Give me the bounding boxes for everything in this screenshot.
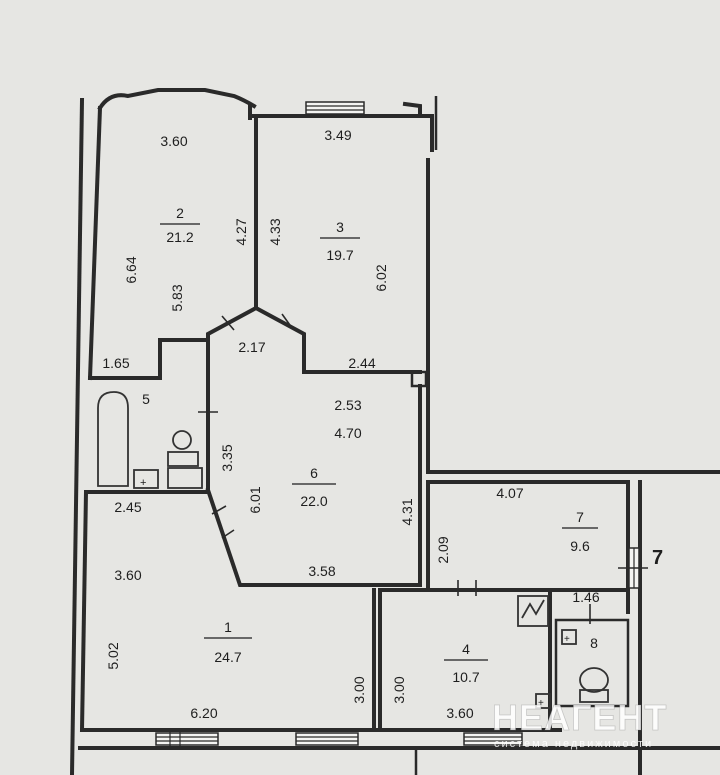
dim-room3-bottom: 2.44 [348,355,375,371]
window-room1-right [295,732,359,746]
sink-icon [133,469,159,489]
room-6-area: 22.0 [300,493,327,509]
outer-wall-left [69,97,85,775]
watermark-brand: НЕАГЕНТ [492,697,667,738]
dim-room3-left: 4.33 [267,218,283,245]
dim-hall-right: 4.31 [399,498,415,525]
room-6-label: 6 22.0 [292,465,336,509]
room-6-number: 6 [310,465,318,481]
section-marker: 7 [652,547,663,569]
dim-room7-top: 4.07 [496,485,523,501]
svg-text:+: + [538,698,544,709]
dim-room2-right: 4.27 [233,218,249,245]
room-4-area: 10.7 [452,669,479,685]
watermark-tagline: система недвижимости [494,738,653,750]
window-room4 [463,732,523,746]
dim-room2-lower: 5.83 [169,284,185,311]
kitchen-sink-icon [535,693,551,709]
dim-room1-right: 3.00 [351,676,367,703]
wc-sink-icon [561,629,577,645]
room-3-number: 3 [336,219,344,235]
room-7-label: 7 9.6 [562,509,598,554]
dim-room1-bottom: 6.20 [190,705,217,721]
wall-room2-left [87,105,103,381]
dim-room4-left: 3.00 [391,676,407,703]
room-labels: 2 21.2 3 19.7 5 6 22.0 7 9.6 1 24.7 4 [142,205,598,685]
dim-hall-top: 2.17 [238,339,265,355]
room-2-number: 2 [176,205,184,221]
wc-toilet-icon [579,667,609,693]
dim-hall-width: 4.70 [334,425,361,441]
room-3-area: 19.7 [326,247,353,263]
toilet-tank-icon [167,451,199,467]
wall-room1-left [79,489,89,733]
stove-icon [517,595,549,627]
wall-hall-angle-left [206,305,259,342]
toilet-icon [172,430,192,450]
dimension-labels: 3.60 6.64 4.27 5.83 1.65 3.49 4.33 6.02 … [102,127,599,721]
wall-hall-lower [205,487,422,587]
stove-symbol-icon [521,599,545,619]
column [410,370,428,388]
wall-room2-bay [97,88,257,111]
room-4-label: 4 10.7 [444,641,488,685]
door-tick [281,313,293,329]
svg-text:+: + [140,477,146,489]
room-3-label: 3 19.7 [320,219,360,263]
room-5-number: 5 [142,391,150,407]
window-room3 [305,101,365,115]
room-4-number: 4 [462,641,470,657]
dim-room7-left: 2.09 [435,536,451,563]
wall-wc [554,618,630,708]
wc-toilet-tank-icon [579,689,609,703]
door-tick [221,529,235,539]
windows [155,101,640,748]
room-1-label: 1 24.7 [204,619,252,665]
dim-room3-right: 6.02 [373,264,389,291]
room-7-number: 7 [576,509,584,525]
dim-hall-left-upper: 3.35 [219,444,235,471]
room-2-area: 21.2 [166,229,193,245]
dim-room3-top: 3.49 [324,127,351,143]
dim-room2-left: 6.64 [123,256,139,283]
dim-room7-bottom: 1.46 [572,589,599,605]
room-8-number: 8 [590,635,598,651]
fixtures: + + + [97,391,609,709]
dim-room1-left: 5.02 [105,642,121,669]
door-tick [221,315,235,331]
room-2-label: 2 21.2 [160,205,200,245]
window-room1-left [155,730,219,748]
walls [69,88,720,775]
room-1-area: 24.7 [214,649,241,665]
wall-hall-angle-right [253,305,422,374]
door-tick [211,505,227,515]
dim-hall-left-lower: 6.01 [247,486,263,513]
dim-room1-inner: 3.60 [114,567,141,583]
wall-room3-corner [402,101,434,152]
dim-room1-top: 2.45 [114,499,141,515]
dim-room2-top: 3.60 [160,133,187,149]
dim-hall-upper: 2.53 [334,397,361,413]
shower-icon [167,467,203,489]
svg-text:+: + [564,634,570,645]
room-7-area: 9.6 [570,538,590,554]
door-ticks [198,313,648,624]
room-1-number: 1 [224,619,232,635]
watermark-logo: НЕАГЕНТ система недвижимости [492,697,667,750]
dim-hall-bottom: 3.58 [308,563,335,579]
dim-room4-bottom: 3.60 [446,705,473,721]
dim-room2-bottom: 1.65 [102,355,129,371]
bathtub-icon [97,391,129,487]
